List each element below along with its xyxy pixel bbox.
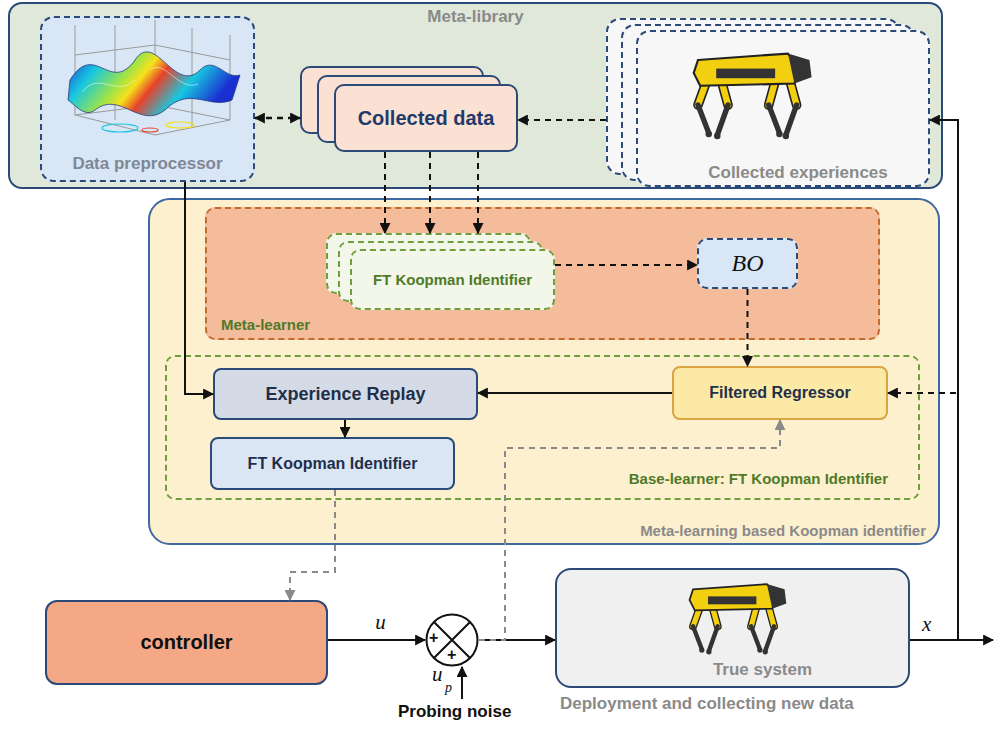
node-label: Meta-library bbox=[427, 7, 523, 26]
node-label: Meta-learning based Koopman identifier bbox=[640, 522, 926, 539]
text-holder: Experience Replay bbox=[215, 370, 476, 418]
signal-label: u bbox=[432, 662, 443, 687]
text-holder: BO bbox=[699, 240, 796, 287]
library-panel: Meta-libraryData preprocessor Collected d… bbox=[8, 2, 943, 189]
edge-label-holder: u bbox=[351, 610, 411, 634]
node-label: Meta-learner bbox=[221, 316, 310, 333]
controller-box: controller bbox=[45, 600, 328, 685]
connector-arrow bbox=[518, 120, 606, 121]
text-holder: Data preprocessor bbox=[42, 154, 253, 174]
signal-label: x bbox=[922, 612, 931, 637]
connector-arrow bbox=[910, 120, 958, 640]
node-label: Collected data bbox=[358, 107, 495, 130]
process-box: Filtered Regressor bbox=[672, 366, 888, 420]
plant-box: True system bbox=[555, 568, 910, 688]
process-box: FT Koopman Identifier bbox=[210, 437, 455, 490]
text-holder: controller bbox=[47, 602, 326, 683]
identifier-panel: Meta-learning based Koopman identifier Me… bbox=[148, 198, 940, 545]
connector-arrow bbox=[290, 490, 335, 600]
annotation-text: Probing noise bbox=[398, 702, 511, 722]
connector-arrow bbox=[478, 393, 672, 394]
connector-arrow bbox=[385, 152, 478, 233]
text-holder: + bbox=[447, 646, 456, 664]
annotation-text: Deployment and collecting new data bbox=[560, 694, 854, 714]
node-label: Collected experiences bbox=[708, 163, 888, 182]
node-label: Data preprocessor bbox=[72, 154, 222, 173]
node-label: Filtered Regressor bbox=[709, 384, 850, 402]
experience-stack: Collected experiences bbox=[606, 18, 930, 187]
process-box: Experience Replay bbox=[213, 368, 478, 420]
connector-arrow bbox=[328, 640, 425, 641]
base-learner-panel: Base-learner: FT Koopman Identifier Exper… bbox=[165, 355, 920, 500]
node-label: Experience Replay bbox=[265, 384, 425, 405]
text-holder: Meta-learning based Koopman identifier bbox=[640, 522, 926, 540]
summing-junction: ++ bbox=[425, 613, 479, 667]
node-label: + bbox=[447, 646, 456, 663]
node-label: FT Koopman Identifier bbox=[248, 455, 418, 473]
meta-learner-panel: Meta-learner FT Koopman Identifier BO bbox=[205, 207, 880, 340]
connector-arrow bbox=[888, 393, 958, 640]
node-label: BO bbox=[732, 250, 764, 277]
preprocessor-box: Data preprocessor bbox=[40, 16, 255, 182]
robot-dog bbox=[690, 584, 787, 654]
bo-box: BO bbox=[697, 238, 798, 289]
connector-arrow bbox=[479, 640, 555, 641]
text-holder: Filtered Regressor bbox=[674, 368, 886, 418]
text-holder: Collected experiences bbox=[666, 163, 930, 183]
robot-dog bbox=[694, 54, 812, 140]
output-arrow bbox=[958, 639, 993, 641]
surface-plot bbox=[68, 20, 240, 135]
text-holder: Base-learner: FT Koopman Identifier bbox=[629, 470, 888, 488]
signal-subscript: p bbox=[445, 680, 452, 696]
connector-arrow bbox=[185, 182, 213, 394]
connector-arrow bbox=[555, 265, 697, 266]
identifier-stack: FT Koopman Identifier bbox=[326, 233, 555, 310]
text-holder: Meta-learner bbox=[221, 316, 310, 334]
connector-arrow bbox=[345, 420, 346, 437]
connector-arrow bbox=[747, 289, 748, 366]
node-label: Base-learner: FT Koopman Identifier bbox=[629, 470, 888, 487]
text-holder: FT Koopman Identifier bbox=[350, 249, 555, 310]
signal-label: u bbox=[375, 610, 386, 634]
text-holder: FT Koopman Identifier bbox=[212, 439, 453, 488]
node-label: + bbox=[429, 629, 438, 646]
connector-arrow bbox=[479, 420, 780, 640]
text-holder: True system bbox=[617, 660, 908, 680]
text-holder: Collected data bbox=[334, 84, 518, 152]
text-holder: + bbox=[429, 629, 438, 647]
noise-arrow bbox=[461, 667, 463, 699]
connector-arrow bbox=[255, 118, 300, 119]
node-label: controller bbox=[140, 631, 232, 654]
data-stack: Collected data bbox=[300, 66, 518, 152]
node-label: True system bbox=[713, 660, 812, 679]
node-label: FT Koopman Identifier bbox=[373, 271, 532, 288]
